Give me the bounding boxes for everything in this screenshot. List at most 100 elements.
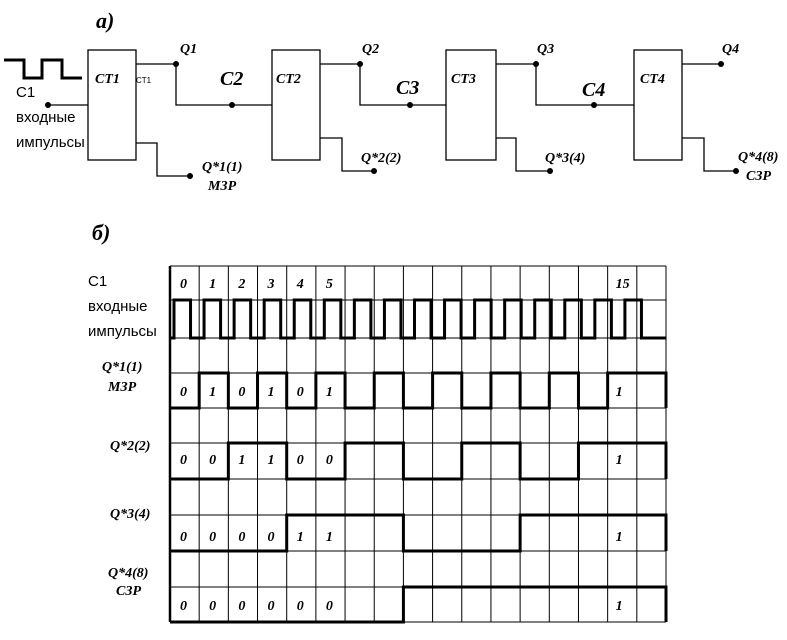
row-value: 1 [616, 385, 623, 400]
row-value: 0 [180, 599, 187, 614]
pulse-number: 15 [616, 277, 630, 292]
q3-waveform [170, 513, 668, 553]
q1-waveform [170, 371, 668, 410]
q1-label: Q1 [180, 42, 197, 57]
input-label-line2: входные [16, 109, 75, 126]
row-value: 0 [268, 530, 275, 545]
counter-ct3: CT3 Q3 С4 Q*3(4) [445, 42, 634, 174]
input-terminal [45, 102, 51, 108]
row-value: 0 [180, 530, 187, 545]
c3-node [407, 102, 413, 108]
q2-aux-label: Q*2(2) [361, 151, 401, 166]
q4-label: Q4 [722, 42, 739, 57]
row-value: 1 [616, 530, 623, 545]
c2-node [229, 102, 235, 108]
q4-waveform [170, 585, 668, 624]
q1-wire [136, 63, 272, 106]
q4-terminal [718, 61, 724, 67]
input-label-line3: импульсы [16, 134, 85, 151]
mzr-label: МЗР [207, 179, 237, 194]
row-value: 0 [209, 530, 216, 545]
row-value: 0 [238, 530, 245, 545]
input-label-c1: С1 [16, 84, 35, 101]
counter-ct4: CT4 Q4 Q*4(8) СЗР [633, 42, 778, 184]
pulse-number: 5 [326, 277, 333, 292]
c4-node [591, 102, 597, 108]
row-value: 1 [238, 453, 245, 468]
q2-terminal [357, 61, 363, 67]
row-value: 1 [268, 453, 275, 468]
q2-wire [320, 63, 446, 106]
q3-wire [496, 63, 634, 106]
row-value: 0 [297, 385, 304, 400]
pulse-number: 4 [296, 277, 304, 292]
row-value: 1 [209, 385, 216, 400]
counter-ct3-box [445, 49, 497, 161]
q3-aux-wire [496, 137, 550, 172]
c2-label: С2 [220, 68, 243, 90]
q2-aux-terminal [371, 168, 377, 174]
row-value: 1 [326, 530, 333, 545]
row-value: 0 [297, 453, 304, 468]
timing-label-q1-mzr: МЗР [107, 380, 137, 395]
counter-ct2-box [271, 49, 321, 161]
row-value: 0 [297, 599, 304, 614]
q3-terminal [533, 61, 539, 67]
counter-ct1: CT1 CT1 Q1 С2 Q*1(1) МЗР [87, 42, 272, 194]
counter-ct3-label: CT3 [451, 72, 476, 87]
row-value: 0 [268, 599, 275, 614]
counter-ct2: CT2 Q2 С3 Q*2(2) [271, 42, 446, 174]
pulse-number: 3 [267, 277, 275, 292]
pulse-number: 0 [180, 277, 187, 292]
timing-label-q3: Q*3(4) [110, 507, 150, 522]
section-a-label: а) [96, 8, 114, 33]
q2-label: Q2 [362, 42, 379, 57]
timing-label-q1: Q*1(1) [102, 360, 142, 375]
row-value: 0 [326, 599, 333, 614]
row-value: 0 [238, 385, 245, 400]
counter-ct4-label: CT4 [640, 72, 665, 87]
counter-ct1-small-label: CT1 [136, 76, 152, 85]
counter-ct1-label: CT1 [95, 72, 120, 87]
q1-aux-label: Q*1(1) [202, 160, 242, 175]
input-pulse-symbol [4, 58, 82, 80]
counter-ct1-box [87, 49, 137, 161]
szr-label: СЗР [746, 169, 771, 184]
timing-label-c1: С1 [88, 273, 107, 290]
row-value: 0 [238, 599, 245, 614]
timing-label-q4-szr: СЗР [116, 584, 141, 599]
q3-aux-label: Q*3(4) [545, 151, 585, 166]
row-value: 0 [326, 453, 333, 468]
row-value: 1 [616, 453, 623, 468]
c3-label: С3 [396, 77, 419, 99]
timing-waveforms [170, 298, 668, 624]
section-b-label: б) [92, 220, 110, 245]
timing-label-q4: Q*4(8) [108, 566, 148, 581]
q3-label: Q3 [537, 42, 554, 57]
q1-aux-wire [136, 142, 190, 177]
row-value: 1 [326, 385, 333, 400]
counter-ct4-box [633, 49, 683, 161]
q2-aux-wire [320, 137, 374, 172]
timing-label-c1-line3: импульсы [88, 323, 157, 340]
timing-label-q2: Q*2(2) [110, 439, 150, 454]
counter-ct2-label: CT2 [276, 72, 301, 87]
row-value: 0 [180, 385, 187, 400]
q4-aux-wire [682, 137, 736, 172]
row-value: 1 [616, 599, 623, 614]
q4-aux-label: Q*4(8) [738, 150, 778, 165]
pulse-number: 2 [237, 277, 245, 292]
q1-aux-terminal [187, 173, 193, 179]
pulse-number: 1 [209, 277, 216, 292]
row-value: 0 [209, 599, 216, 614]
c4-label: С4 [582, 79, 605, 101]
q1-terminal [173, 61, 179, 67]
timing-label-c1-line2: входные [88, 298, 147, 315]
clock-waveform [170, 298, 666, 340]
row-value: 1 [268, 385, 275, 400]
q3-aux-terminal [547, 168, 553, 174]
row-value: 0 [180, 453, 187, 468]
